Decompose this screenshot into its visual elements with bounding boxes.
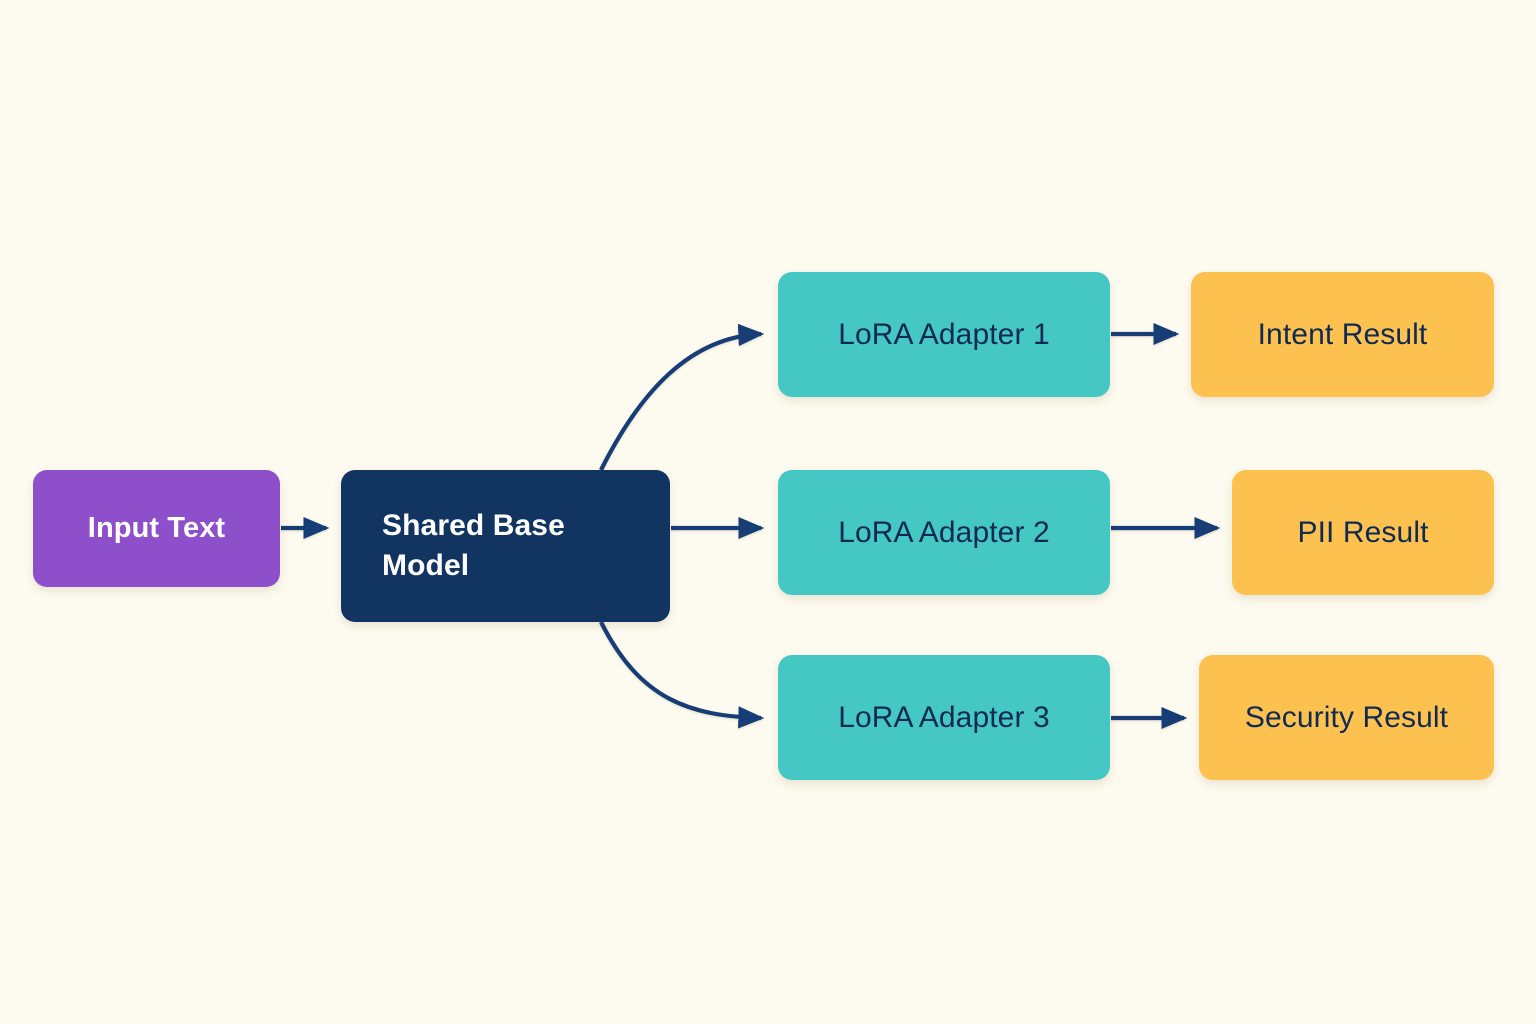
edge-base-to-adapter-3	[599, 621, 765, 729]
node-security-result-label: Security Result	[1244, 700, 1449, 734]
node-security-result[interactable]: Security Result	[1199, 655, 1494, 780]
node-shared-base-model-label: Shared Base Model	[382, 509, 565, 582]
node-intent-result[interactable]: Intent Result	[1191, 272, 1494, 397]
node-lora-adapter-2[interactable]: LoRA Adapter 2	[778, 470, 1110, 595]
node-pii-result[interactable]: PII Result	[1232, 470, 1494, 595]
node-intent-result-label: Intent Result	[1257, 317, 1428, 351]
node-shared-base-model[interactable]: Shared Base Model	[341, 470, 670, 622]
node-lora-adapter-1-label: LoRA Adapter 1	[838, 317, 1050, 351]
node-lora-adapter-2-label: LoRA Adapter 2	[838, 515, 1050, 549]
node-input-text[interactable]: Input Text	[33, 470, 280, 587]
node-input-text-label: Input Text	[87, 512, 226, 544]
node-lora-adapter-1[interactable]: LoRA Adapter 1	[778, 272, 1110, 397]
edge-base-to-adapter-1	[599, 323, 765, 471]
node-lora-adapter-3-label: LoRA Adapter 3	[838, 700, 1050, 734]
node-lora-adapter-3[interactable]: LoRA Adapter 3	[778, 655, 1110, 780]
node-pii-result-label: PII Result	[1297, 515, 1429, 549]
